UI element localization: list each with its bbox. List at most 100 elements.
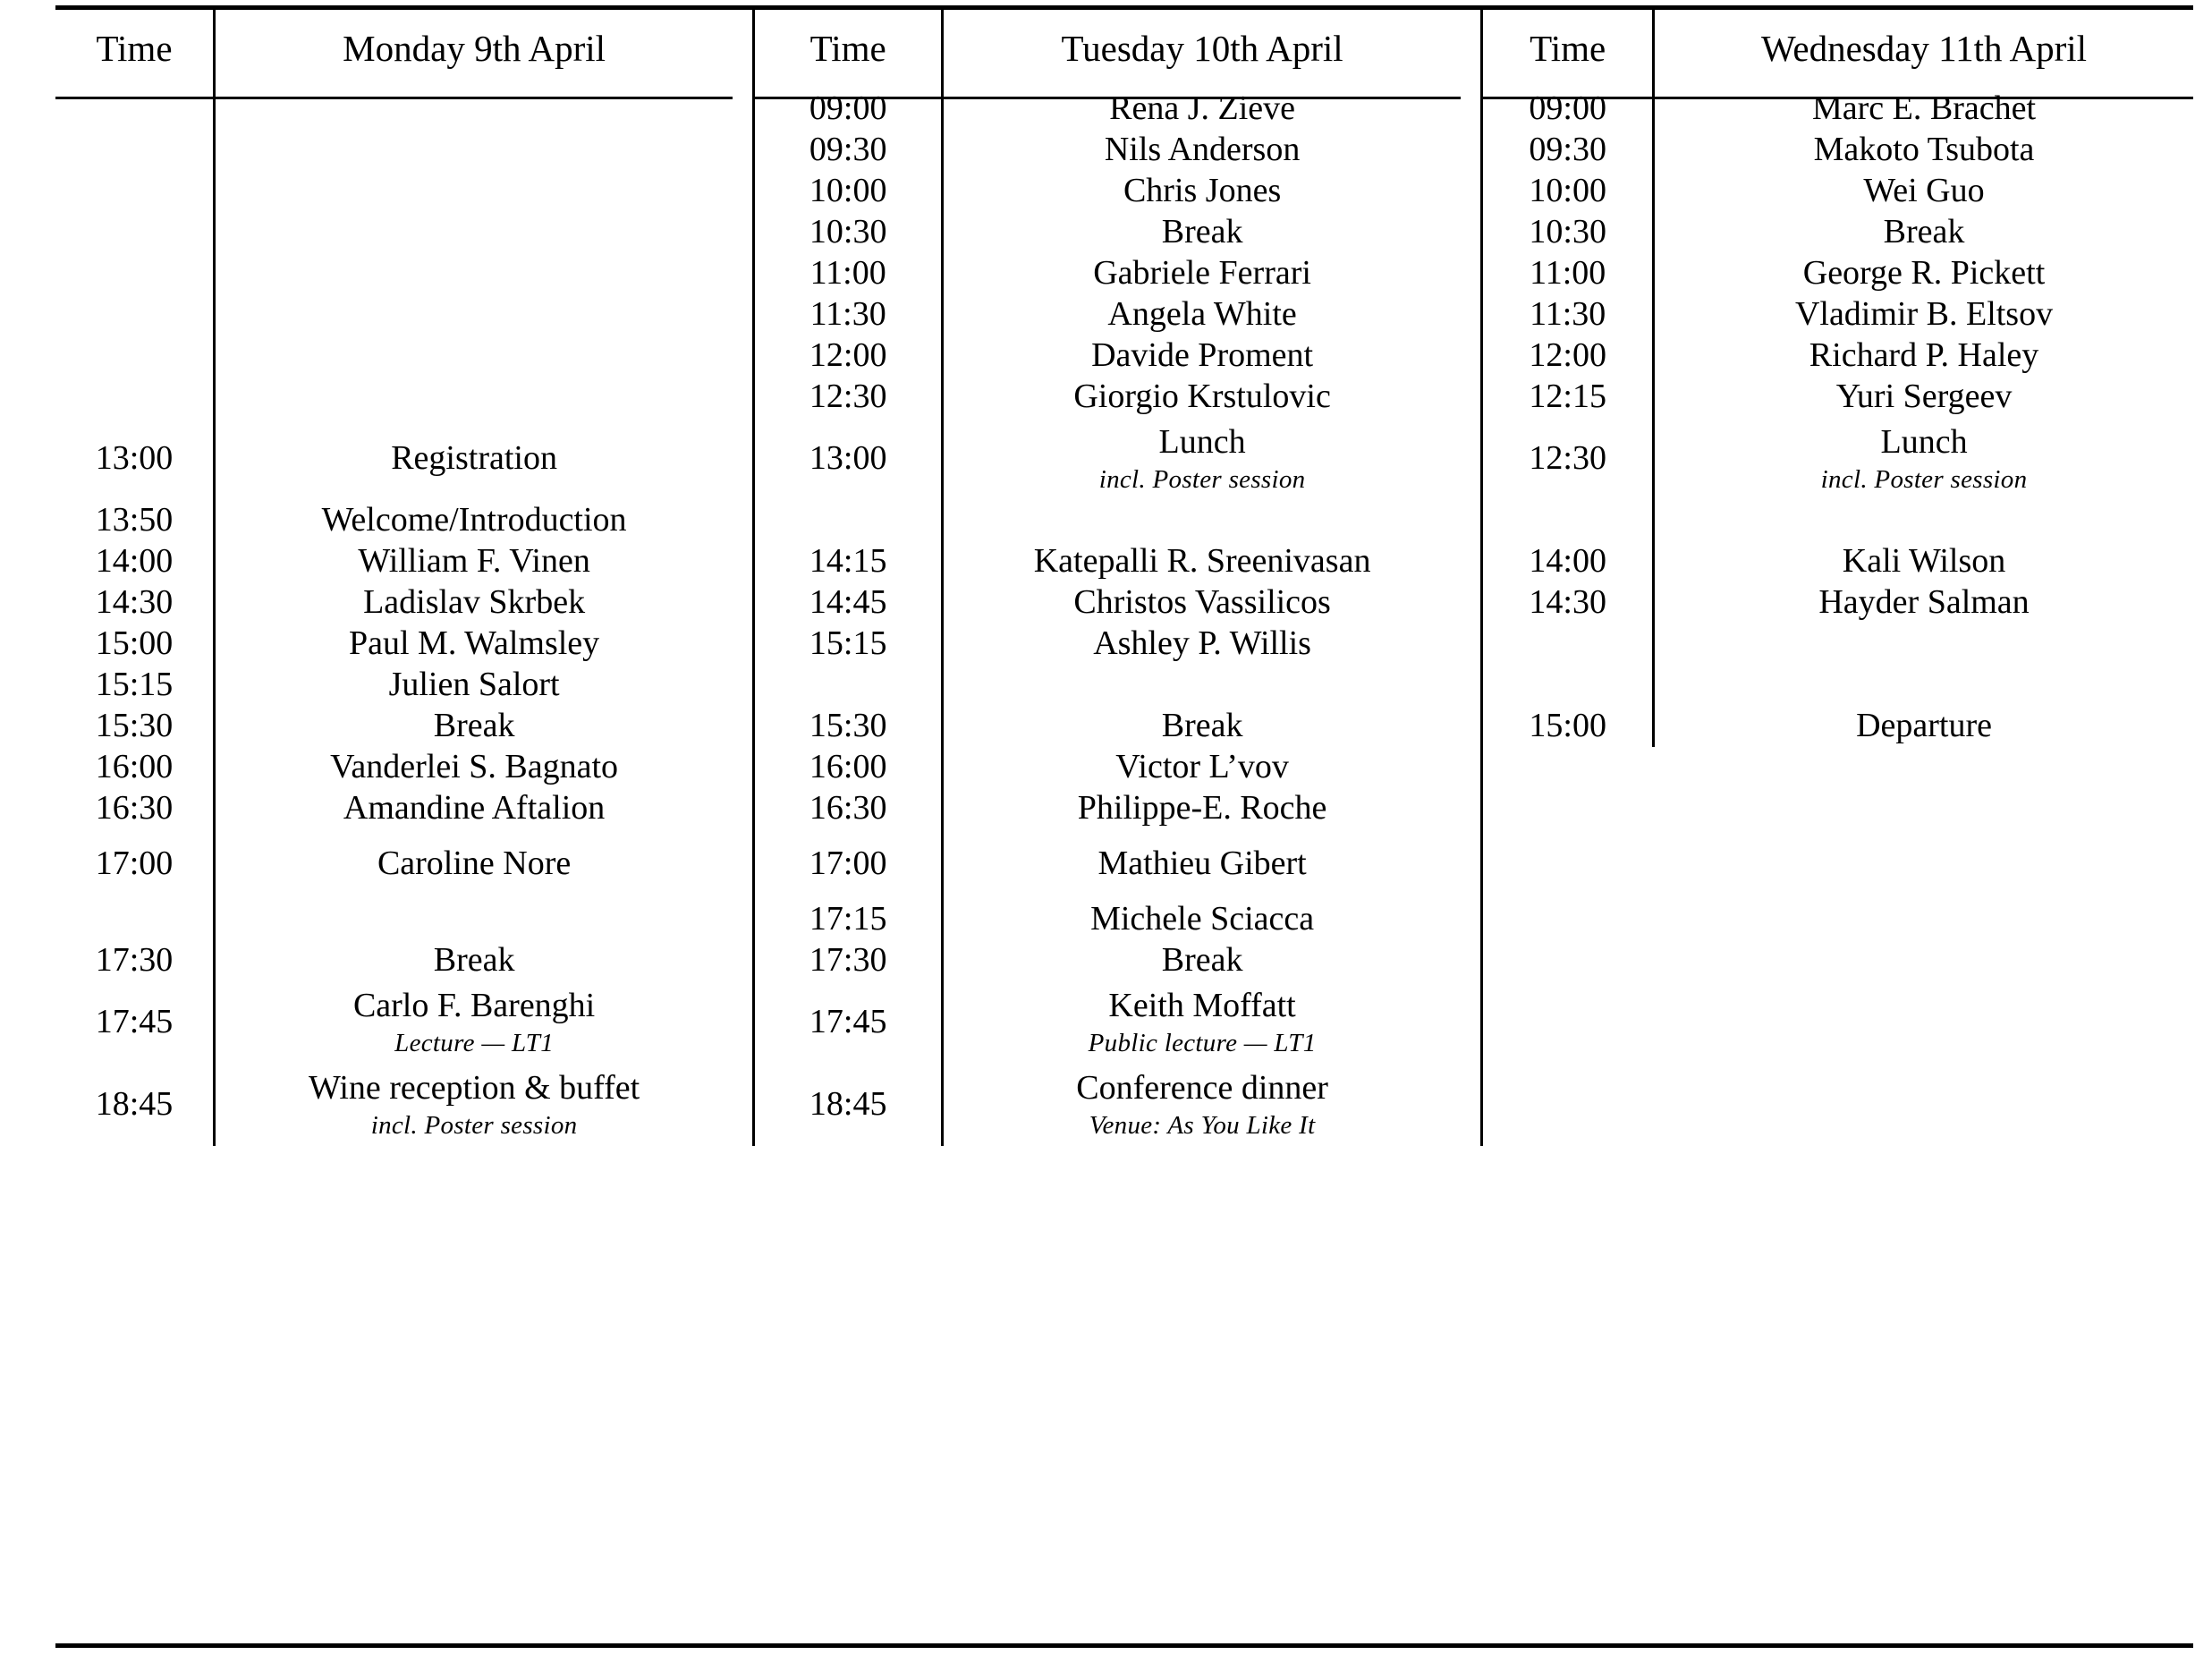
event-cell-wednesday: Kali Wilson bbox=[1652, 541, 2193, 582]
time-cell-wednesday: 14:30 bbox=[1480, 582, 1654, 624]
event-title: Kali Wilson bbox=[1842, 542, 2006, 581]
column-gap-1 bbox=[733, 940, 754, 981]
time-cell-tuesday: 09:00 bbox=[752, 89, 943, 130]
time-cell-wednesday: 09:00 bbox=[1480, 89, 1654, 130]
event-title: Katepalli R. Sreenivasan bbox=[1033, 542, 1371, 581]
event-cell-wednesday: George R. Pickett bbox=[1652, 253, 2193, 294]
event-cell-monday bbox=[212, 377, 733, 418]
column-gap-2 bbox=[1461, 829, 1482, 899]
column-gap-2 bbox=[1461, 747, 1482, 788]
time-cell-tuesday: 13:00 bbox=[752, 418, 943, 500]
day-header-tuesday: Tuesday 10th April bbox=[940, 10, 1462, 89]
time-cell-wednesday bbox=[1480, 940, 1654, 981]
event-title: Break bbox=[1161, 941, 1243, 980]
time-cell-monday bbox=[55, 171, 214, 212]
column-gap-1 bbox=[733, 335, 754, 377]
time-cell-monday bbox=[55, 89, 214, 130]
column-gap-2 bbox=[1461, 294, 1482, 335]
event-cell-tuesday bbox=[940, 500, 1462, 541]
time-header-monday: Time bbox=[96, 28, 173, 70]
event-title: George R. Pickett bbox=[1802, 254, 2046, 293]
time-cell-wednesday: 09:30 bbox=[1480, 130, 1654, 171]
time-cell-monday: 16:30 bbox=[95, 789, 174, 828]
header-row: Time Monday 9th April Time Tuesday 10th … bbox=[55, 10, 2193, 89]
time-cell-wednesday bbox=[1480, 899, 1654, 940]
event-title: Wine reception & buffet bbox=[308, 1068, 640, 1107]
event-subtitle: incl. Poster session bbox=[370, 1110, 578, 1140]
time-cell-tuesday: 17:15 bbox=[752, 899, 943, 940]
time-cell-tuesday: 09:30 bbox=[752, 130, 943, 171]
time-cell-monday: 17:45 bbox=[95, 1003, 174, 1041]
event-cell-wednesday bbox=[1653, 940, 2193, 981]
time-cell-wednesday bbox=[1480, 829, 1654, 899]
column-gap-2 bbox=[1461, 500, 1482, 541]
event-title: Lunch bbox=[1158, 422, 1246, 461]
column-gap-1 bbox=[733, 541, 754, 582]
event-title: Nils Anderson bbox=[1104, 131, 1301, 169]
time-cell-monday: 13:50 bbox=[95, 501, 174, 539]
event-cell-monday: Julien Salort bbox=[212, 665, 733, 706]
event-title: Paul M. Walmsley bbox=[349, 624, 600, 663]
event-title: Yuri Sergeev bbox=[1835, 378, 2013, 416]
event-title: Wei Guo bbox=[1863, 172, 1985, 210]
column-gap-2 bbox=[1461, 377, 1482, 418]
time-cell-monday bbox=[55, 899, 214, 940]
event-cell-tuesday: Chris Jones bbox=[940, 171, 1462, 212]
event-cell-monday bbox=[212, 89, 733, 130]
time-header-tuesday: Time bbox=[752, 10, 943, 89]
event-title: Lunch bbox=[1880, 422, 1968, 461]
event-title: Hayder Salman bbox=[1818, 583, 2030, 622]
column-gap-2 bbox=[1461, 940, 1482, 981]
time-cell-wednesday: 12:15 bbox=[1480, 377, 1654, 418]
event-cell-tuesday: Gabriele Ferrari bbox=[940, 253, 1462, 294]
time-cell-tuesday: 15:15 bbox=[752, 624, 943, 665]
time-cell-tuesday: 17:00 bbox=[752, 829, 943, 899]
event-cell-monday bbox=[212, 212, 733, 253]
time-cell-monday: 15:30 bbox=[95, 707, 174, 745]
event-cell-monday: William F. Vinen bbox=[212, 541, 733, 582]
time-cell-wednesday bbox=[1480, 665, 1654, 706]
time-cell-wednesday bbox=[1480, 981, 1654, 1064]
event-cell-wednesday: Break bbox=[1652, 212, 2193, 253]
column-gap-1 bbox=[733, 212, 754, 253]
event-cell-tuesday: Angela White bbox=[940, 294, 1462, 335]
time-cell-monday bbox=[55, 294, 214, 335]
column-gap-2 bbox=[1461, 212, 1482, 253]
time-cell-wednesday: 10:30 bbox=[1480, 212, 1654, 253]
event-cell-monday bbox=[212, 335, 733, 377]
table-top-rule bbox=[55, 5, 2193, 10]
event-cell-tuesday: Michele Sciacca bbox=[940, 899, 1462, 940]
event-cell-wednesday: Hayder Salman bbox=[1652, 582, 2193, 624]
event-cell-wednesday bbox=[1653, 981, 2193, 1064]
event-cell-monday: Ladislav Skrbek bbox=[212, 582, 733, 624]
day-header-monday: Monday 9th April bbox=[212, 10, 733, 89]
event-cell-wednesday: Vladimir B. Eltsov bbox=[1652, 294, 2193, 335]
event-title: Philippe-E. Roche bbox=[1077, 789, 1327, 828]
column-gap-1 bbox=[733, 10, 754, 89]
event-cell-wednesday bbox=[1653, 829, 2193, 899]
event-title: Richard P. Haley bbox=[1809, 336, 2039, 375]
event-subtitle: incl. Poster session bbox=[1820, 464, 2028, 494]
time-cell-tuesday: 14:45 bbox=[752, 582, 943, 624]
time-cell-tuesday: 18:45 bbox=[752, 1064, 943, 1146]
event-cell-monday: Welcome/Introduction bbox=[212, 500, 733, 541]
time-cell-tuesday: 17:30 bbox=[752, 940, 943, 981]
column-gap-2 bbox=[1461, 899, 1482, 940]
time-cell-wednesday: 10:00 bbox=[1480, 171, 1654, 212]
time-cell-wednesday bbox=[1480, 788, 1654, 829]
time-cell-tuesday bbox=[752, 665, 943, 706]
event-subtitle: Public lecture — LT1 bbox=[1088, 1028, 1317, 1057]
column-gap-1 bbox=[733, 665, 754, 706]
time-cell-monday: 18:45 bbox=[95, 1085, 174, 1124]
event-title: Angela White bbox=[1107, 295, 1297, 334]
time-cell-monday bbox=[55, 130, 214, 171]
